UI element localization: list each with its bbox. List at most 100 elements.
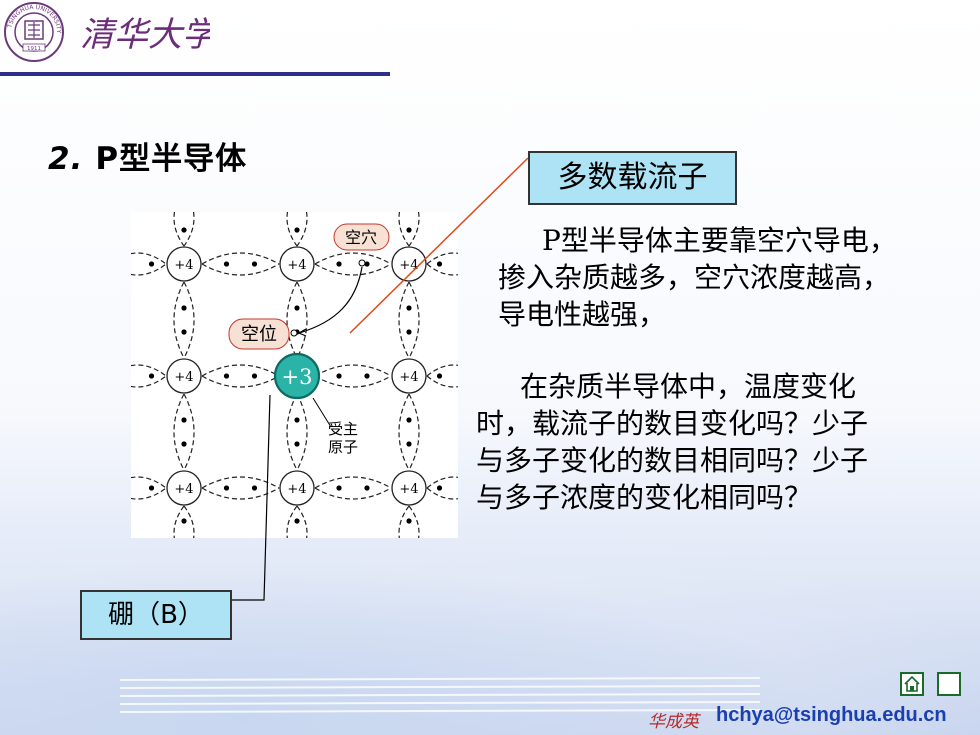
bond-arc bbox=[201, 375, 280, 388]
bond-arc bbox=[108, 364, 167, 377]
electron-dot bbox=[336, 485, 342, 491]
vacancy-marker bbox=[290, 329, 298, 337]
footer-email[interactable]: hchya@tsinghua.edu.cn bbox=[716, 704, 947, 726]
bond-arc bbox=[296, 281, 308, 359]
bond-arc bbox=[108, 487, 167, 500]
silicon-atom bbox=[279, 470, 315, 506]
electron-dot bbox=[436, 373, 443, 379]
bond-arc bbox=[426, 476, 481, 489]
bond-arc bbox=[201, 487, 280, 500]
electron-dot bbox=[181, 417, 187, 423]
acceptor-pointer bbox=[312, 397, 332, 428]
silicon-atom bbox=[166, 246, 202, 282]
electron-dot bbox=[181, 518, 187, 524]
boron-callout: 硼（B） bbox=[80, 590, 232, 640]
paragraph-line: 导电性越强， bbox=[498, 298, 667, 331]
acceptor-atom bbox=[273, 352, 321, 400]
electron-dot bbox=[251, 485, 258, 491]
bond-arc bbox=[296, 393, 308, 471]
bond-arc bbox=[201, 364, 280, 377]
paragraph-line: 时，载流子的数目变化吗？少子 bbox=[476, 407, 869, 440]
bond-arc bbox=[108, 252, 167, 265]
electron-dot bbox=[406, 329, 412, 335]
bond-arc bbox=[173, 281, 185, 359]
electron-dot bbox=[406, 417, 412, 423]
electron-dot bbox=[294, 305, 300, 311]
electron-dot bbox=[181, 441, 187, 447]
bond-arc bbox=[183, 393, 195, 471]
acceptor-label-1: 受主 bbox=[328, 420, 358, 438]
silicon-atom-label: +4 bbox=[174, 482, 193, 497]
bond-arc bbox=[398, 281, 410, 359]
acceptor-label-2: 原子 bbox=[328, 438, 358, 456]
arrow-head bbox=[298, 328, 307, 337]
svg-text:1911: 1911 bbox=[27, 46, 41, 52]
bond-arc bbox=[183, 281, 195, 359]
bond-arc bbox=[398, 393, 410, 471]
silicon-atom-label: +4 bbox=[174, 258, 193, 273]
bond-arc bbox=[408, 393, 420, 471]
electron-dot bbox=[364, 485, 370, 491]
university-script-title: 清华大学 bbox=[80, 6, 220, 60]
electron-dot bbox=[251, 373, 258, 379]
bond-arc bbox=[314, 252, 392, 265]
electron-dot bbox=[294, 417, 300, 423]
bond-arc bbox=[201, 263, 280, 276]
electron-dot bbox=[181, 305, 187, 311]
electron-dot bbox=[223, 485, 230, 491]
section-title: 2.P型半导体 bbox=[48, 133, 247, 178]
paragraph-line: 掺入杂质越多，空穴浓度越高， bbox=[498, 261, 891, 294]
paragraph-conduction: P型半导体主要靠空穴导电， 掺入杂质越多，空穴浓度越高， 导电性越强， bbox=[498, 222, 968, 333]
bond-arc bbox=[426, 375, 481, 388]
bond-arc bbox=[426, 364, 481, 377]
electron-dot bbox=[294, 227, 300, 233]
electron-dot bbox=[336, 373, 342, 379]
electron-dot bbox=[223, 373, 230, 379]
vacancy-label-box bbox=[228, 318, 290, 350]
bond-arc bbox=[286, 393, 298, 471]
bond-arc bbox=[426, 263, 481, 276]
silicon-atom bbox=[166, 358, 202, 394]
electron-dot bbox=[436, 485, 443, 491]
footer-author: 华成英 bbox=[648, 712, 699, 732]
paragraph-line: P型半导体主要靠空穴导电， bbox=[542, 224, 897, 257]
silicon-atom bbox=[391, 470, 427, 506]
bond-arc bbox=[314, 476, 392, 489]
vacancy-label: 空位 bbox=[241, 324, 277, 345]
script-title-text: 清华大学 bbox=[80, 15, 210, 55]
electron-dot bbox=[294, 518, 300, 524]
electron-dot bbox=[406, 441, 412, 447]
bond-arc bbox=[173, 393, 185, 471]
paragraph-line: 在杂质半导体中，温度变化 bbox=[520, 370, 857, 403]
electron-dot bbox=[148, 485, 155, 491]
bond-arc bbox=[426, 487, 481, 500]
bond-arc bbox=[314, 263, 392, 276]
silicon-atom bbox=[279, 246, 315, 282]
bond-arc bbox=[201, 476, 280, 489]
bond-arc bbox=[108, 375, 167, 388]
electron-dot bbox=[364, 373, 370, 379]
majority-carrier-callout: 多数载流子 bbox=[528, 151, 737, 205]
paragraph-line: 与多子浓度的变化相同吗？ bbox=[476, 481, 813, 514]
header-rule bbox=[0, 72, 390, 76]
silicon-atom-label: +4 bbox=[174, 370, 193, 385]
electron-dot bbox=[406, 518, 412, 524]
electron-dot bbox=[148, 261, 155, 267]
home-icon[interactable] bbox=[900, 672, 924, 696]
paragraph-line: 与多子变化的数目相同吗？少子 bbox=[476, 444, 869, 477]
bond-arc bbox=[314, 487, 392, 500]
silicon-atom bbox=[166, 470, 202, 506]
hole-label: 空穴 bbox=[345, 228, 377, 247]
silicon-atom-label: +4 bbox=[399, 370, 418, 385]
electron-dot bbox=[148, 373, 155, 379]
square-icon[interactable] bbox=[937, 672, 961, 696]
electron-dot bbox=[181, 227, 187, 233]
bond-arc bbox=[201, 252, 280, 265]
silicon-atom bbox=[391, 358, 427, 394]
silicon-atom-label: +4 bbox=[287, 258, 306, 273]
bond-arc bbox=[314, 364, 392, 377]
electron-dot bbox=[406, 227, 412, 233]
electron-dot bbox=[406, 305, 412, 311]
bond-arc bbox=[314, 375, 392, 388]
silicon-atom-label: +4 bbox=[399, 482, 418, 497]
